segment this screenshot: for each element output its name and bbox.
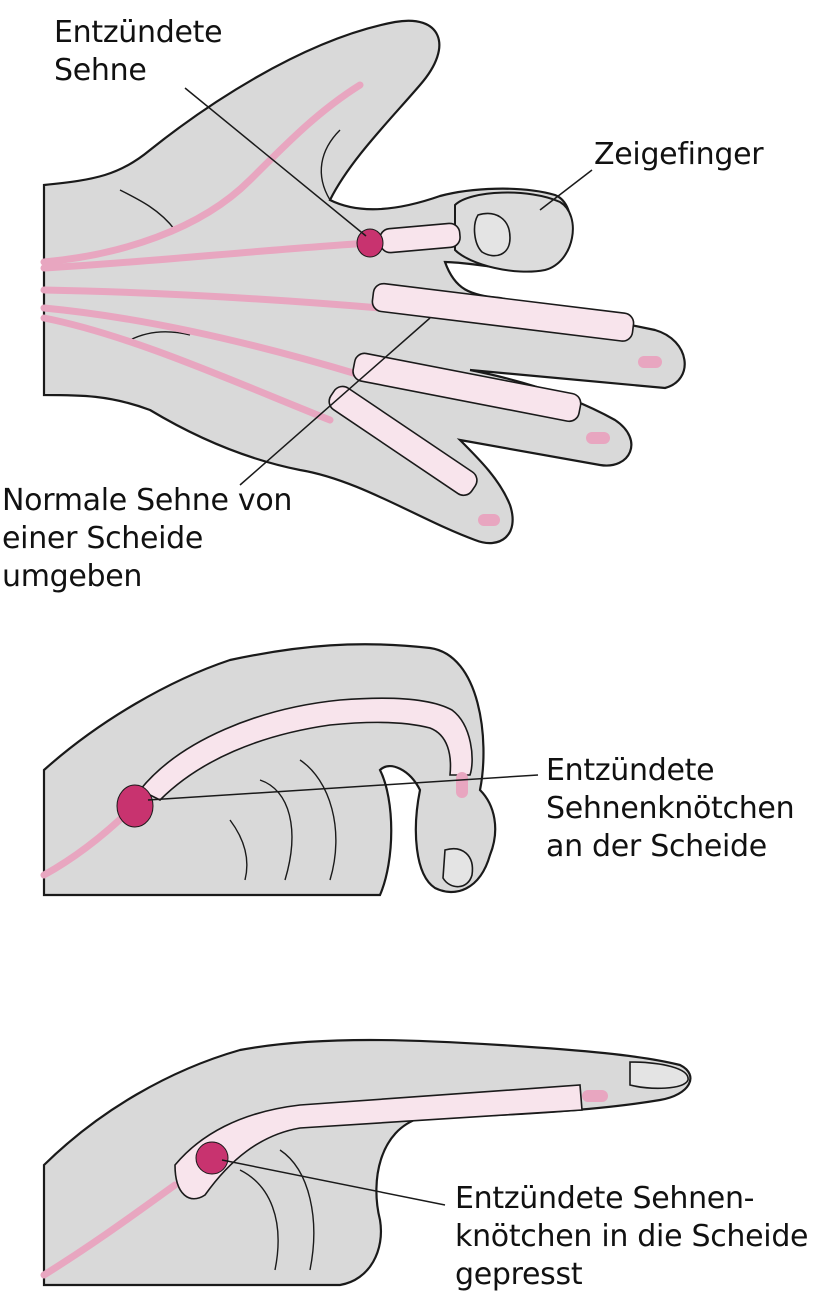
leader-line-index-finger <box>539 169 593 211</box>
label-index-finger: Zeigefinger <box>594 136 764 174</box>
nodule-pressed-into-sheath <box>195 1141 229 1175</box>
leader-line-pressed <box>221 1159 446 1206</box>
straight-fingernail <box>629 1061 689 1090</box>
palm-shape <box>42 19 686 545</box>
straight-tendon <box>40 1181 179 1279</box>
panel-1-open-hand <box>40 19 686 545</box>
hand-shape-bent <box>42 643 497 897</box>
label-nodules-at-sheath: Entzündete Sehnenknötchen an der Scheide <box>546 752 795 866</box>
tendon-end <box>456 772 468 798</box>
straight-sheath <box>174 1084 583 1200</box>
tendon-end <box>478 514 500 526</box>
index-fingernail <box>473 212 511 257</box>
label-nodules-pressed: Entzündete Sehnen- knötchen in die Schei… <box>455 1180 809 1294</box>
panel-2-bent-finger <box>40 643 539 897</box>
label-line: gepresst <box>455 1257 583 1292</box>
ring-tendon <box>40 304 364 379</box>
label-line: einer Scheide <box>2 521 204 556</box>
knuckle-crease <box>279 1149 315 1271</box>
ring-sheath <box>352 352 582 423</box>
label-normal-tendon: Normale Sehne von einer Scheide umgeben <box>2 482 292 596</box>
inflamed-tendon-nodule <box>356 228 384 258</box>
tendon-end <box>586 432 610 444</box>
little-tendon <box>40 314 334 424</box>
little-sheath <box>328 385 478 497</box>
knuckle-crease <box>259 779 293 881</box>
knuckle-crease <box>229 819 248 881</box>
tendons <box>40 81 384 424</box>
inflamed-nodule-at-sheath <box>116 784 154 828</box>
label-line: Zeigefinger <box>594 137 764 172</box>
leader-line-normal-tendon <box>239 317 431 486</box>
label-line: Entzündete <box>546 753 715 788</box>
label-line: Sehne <box>54 53 147 88</box>
label-inflamed-tendon: Entzündete Sehne <box>54 14 223 90</box>
label-line: umgeben <box>2 559 143 594</box>
label-line: Entzündete <box>54 15 223 50</box>
tendon-sheaths <box>328 222 635 497</box>
middle-tendon <box>40 286 384 312</box>
leader-line-inflamed-tendon <box>184 87 367 237</box>
label-line: knötchen in die Scheide <box>455 1219 809 1254</box>
index-tendon <box>40 239 374 272</box>
panel-3-straight-finger <box>40 1038 692 1287</box>
index-finger-tip <box>454 191 574 273</box>
tendon-ends <box>478 356 662 526</box>
label-line: Sehnenknötchen <box>546 791 795 826</box>
tendon-end <box>638 356 662 368</box>
bent-fingernail <box>442 848 474 888</box>
label-line: Entzündete Sehnen- <box>455 1181 755 1216</box>
thumb-tendon <box>40 81 364 266</box>
bent-sheath <box>138 697 473 801</box>
tendon-end <box>582 1090 608 1102</box>
knuckle-crease <box>239 1169 279 1271</box>
palm-crease <box>129 331 191 341</box>
middle-sheath <box>371 282 635 342</box>
label-line: an der Scheide <box>546 829 767 864</box>
palm-crease <box>119 189 176 231</box>
thumb-crease <box>320 129 341 201</box>
label-line: Normale Sehne von <box>2 483 293 518</box>
knuckle-crease <box>299 759 337 881</box>
leader-line-nodules <box>147 774 539 801</box>
